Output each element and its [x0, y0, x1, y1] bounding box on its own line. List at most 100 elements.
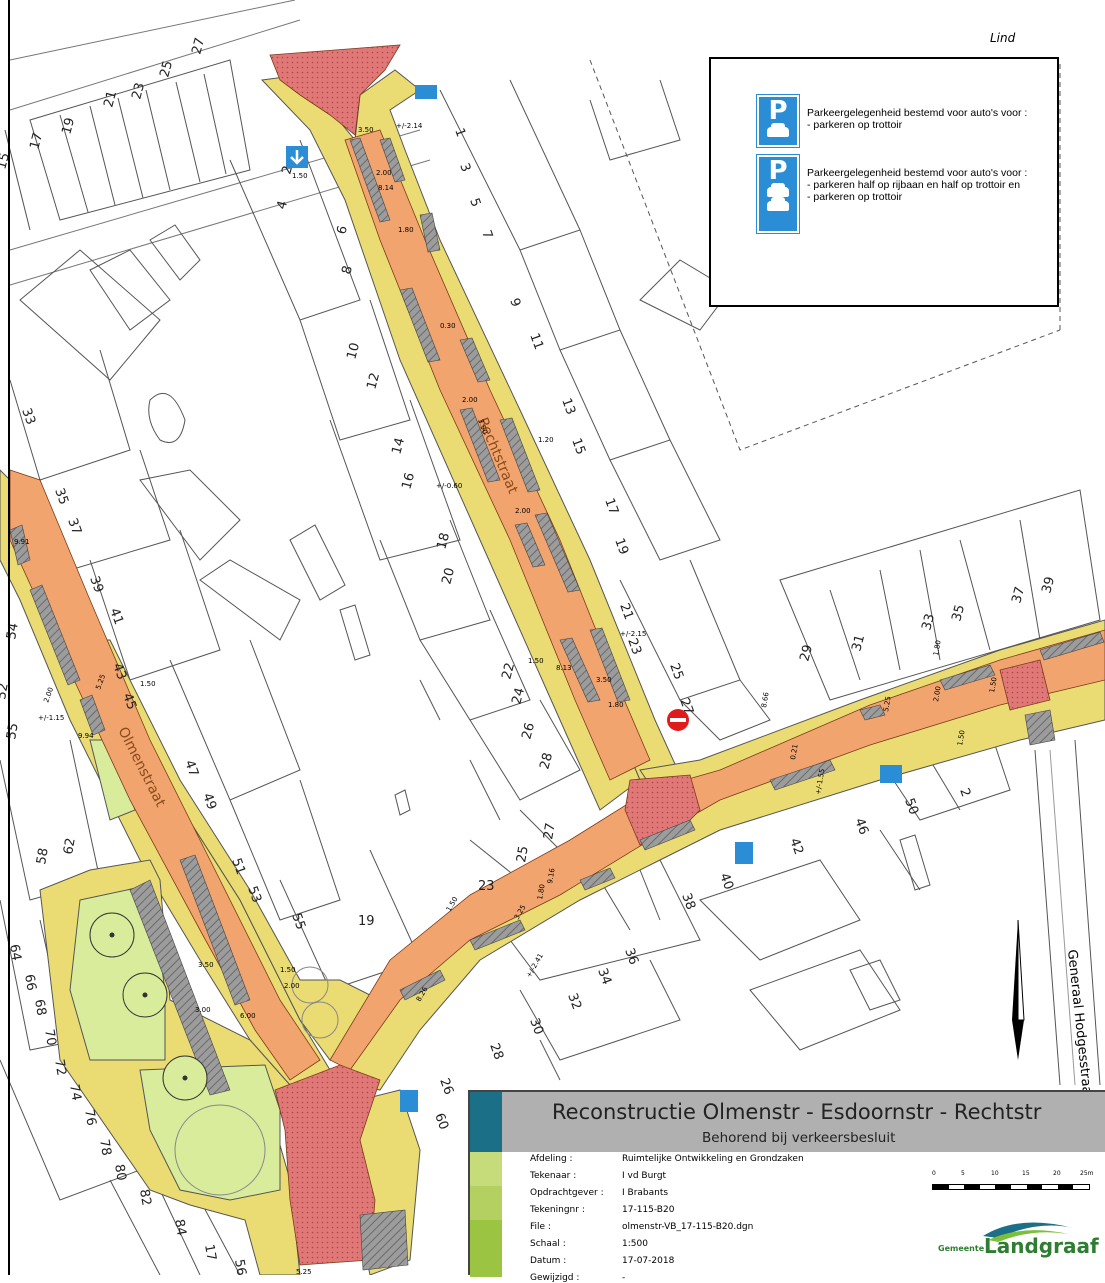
- house-number: 32: [564, 991, 584, 1012]
- dimension-label: 9.16: [546, 867, 557, 884]
- house-number: 25: [157, 59, 176, 79]
- legend-entry-2: P Parkeergelegenheid bestemd voor auto's…: [756, 154, 1028, 234]
- drawing-title: Reconstructie Olmenstr - Esdoornstr - Re…: [552, 1100, 1042, 1124]
- dimension-label: 8.14: [378, 184, 394, 192]
- house-number: 28: [486, 1041, 506, 1062]
- dimension-label: 3.50: [198, 961, 214, 969]
- house-number: 39: [86, 574, 106, 595]
- house-number: 11: [526, 331, 546, 352]
- logo-text-big: Landgraaf: [984, 1234, 1099, 1258]
- house-number: 22: [499, 661, 518, 681]
- house-number: 62: [61, 837, 79, 856]
- dimension-label: 1.80: [536, 884, 547, 901]
- house-number: 66: [21, 973, 39, 992]
- house-number: 23: [478, 879, 495, 894]
- house-number: 53: [244, 884, 264, 905]
- legend-entry-2-title: Parkeergelegenheid bestemd voor auto's v…: [807, 167, 1028, 179]
- title-strip-2: [470, 1152, 502, 1186]
- house-number: 49: [199, 791, 219, 812]
- title-field-value: I vd Burgt: [622, 1171, 667, 1181]
- street-name-generaal: Generaal Hodgesstraat: [1064, 949, 1095, 1100]
- house-number: 17: [601, 496, 621, 517]
- title-field-row: Datum : 17-07-2018: [530, 1256, 674, 1266]
- title-field-value: 17-07-2018: [622, 1256, 675, 1266]
- legend-entry-1-item: - parkeren op trottoir: [807, 119, 903, 131]
- house-number: 40: [716, 871, 736, 892]
- scale-bar: 0 5 10 15 20 25m: [932, 1170, 1093, 1200]
- house-number: 9: [506, 296, 523, 309]
- house-number: 64: [6, 943, 24, 962]
- house-number: 28: [537, 751, 556, 771]
- house-number: 34: [594, 966, 614, 987]
- house-number: 7: [478, 228, 495, 241]
- house-number: 2: [279, 164, 296, 176]
- house-number: 78: [96, 1138, 114, 1157]
- house-numbers: 2725232119171513579111315171921232527246…: [0, 36, 1058, 1275]
- dimension-label: 3.50: [596, 676, 612, 684]
- dimension-label: 8.13: [556, 664, 572, 672]
- title-field-value: Ruimtelijke Ontwikkeling en Grondzaken: [622, 1154, 804, 1164]
- house-number: 52: [0, 682, 12, 701]
- title-strip-1: [470, 1092, 502, 1152]
- house-number: 54: [4, 622, 22, 641]
- house-number: 25: [666, 661, 686, 682]
- house-number: 47: [181, 758, 201, 779]
- title-field-value: 1:500: [622, 1239, 648, 1249]
- dimension-label: 2.00: [284, 982, 300, 990]
- house-number: 72: [51, 1058, 69, 1077]
- house-number: 8: [339, 264, 356, 276]
- municipality-logo: Gemeente Landgraaf: [938, 1214, 1099, 1270]
- title-field-key: Datum :: [530, 1256, 567, 1266]
- house-number: 19: [358, 914, 375, 929]
- title-field-row: Opdrachtgever : I Brabants: [530, 1188, 668, 1198]
- title-field-key: File :: [530, 1222, 551, 1232]
- title-field-key: Schaal :: [530, 1239, 566, 1249]
- house-number: 35: [949, 603, 968, 623]
- house-number: 23: [129, 81, 148, 101]
- house-number: 50: [901, 796, 921, 817]
- road-signs: [286, 85, 902, 1112]
- house-number: 6: [334, 224, 351, 236]
- parking-sign-icon: [880, 765, 902, 783]
- house-number: 2: [956, 786, 973, 799]
- house-number: 14: [389, 436, 408, 456]
- house-number: 60: [431, 1111, 451, 1132]
- title-field-row: File :olmenstr-VB_17-115-B20.dgn: [530, 1222, 753, 1232]
- house-number: 80: [111, 1163, 129, 1182]
- house-number: 45: [119, 691, 139, 712]
- dimension-label: 6.00: [240, 1012, 256, 1020]
- house-number: 26: [519, 721, 538, 741]
- house-number: 31: [849, 633, 868, 653]
- title-field-key: Opdrachtgever :: [530, 1188, 604, 1198]
- house-number: 33: [919, 612, 938, 632]
- house-number: 33: [18, 406, 38, 427]
- dimension-label: 1.80: [398, 226, 414, 234]
- dimension-label: 1.50: [280, 966, 296, 974]
- house-number: 82: [136, 1188, 154, 1207]
- dimension-label: +/-2.14: [396, 122, 423, 130]
- title-field-value: 17-115-B20: [622, 1205, 675, 1215]
- title-strip-3: [470, 1186, 502, 1220]
- title-field-key: Afdeling :: [530, 1154, 573, 1164]
- dimension-label: 5.25: [882, 696, 893, 713]
- title-field-row: Tekenaar :I vd Burgt: [530, 1171, 666, 1181]
- dimension-label: 9.94: [78, 732, 94, 740]
- house-number: 5: [466, 196, 483, 209]
- house-number: 17: [201, 1243, 219, 1262]
- house-number: 51: [228, 856, 248, 877]
- legend: P Parkeergelegenheid bestemd voor auto's…: [709, 57, 1059, 307]
- legend-entry-1-title: Parkeergelegenheid bestemd voor auto's v…: [807, 107, 1028, 119]
- house-number: 16: [399, 471, 418, 491]
- house-number: 84: [171, 1218, 189, 1237]
- title-field-row: Afdeling : Ruimtelijke Ontwikkeling en Gr…: [530, 1154, 804, 1164]
- house-number: 55: [288, 911, 308, 932]
- house-number: 55: [4, 722, 22, 741]
- legend-entry-1: P Parkeergelegenheid bestemd voor auto's…: [756, 94, 1028, 148]
- house-number: 25: [514, 845, 532, 864]
- legend-entry-2-item-2: - parkeren op trottoir: [807, 191, 903, 203]
- house-number: 21: [616, 601, 636, 622]
- dimension-label: 9.91: [14, 538, 30, 546]
- house-number: 68: [31, 998, 49, 1017]
- title-field-value: I Brabants: [622, 1188, 669, 1198]
